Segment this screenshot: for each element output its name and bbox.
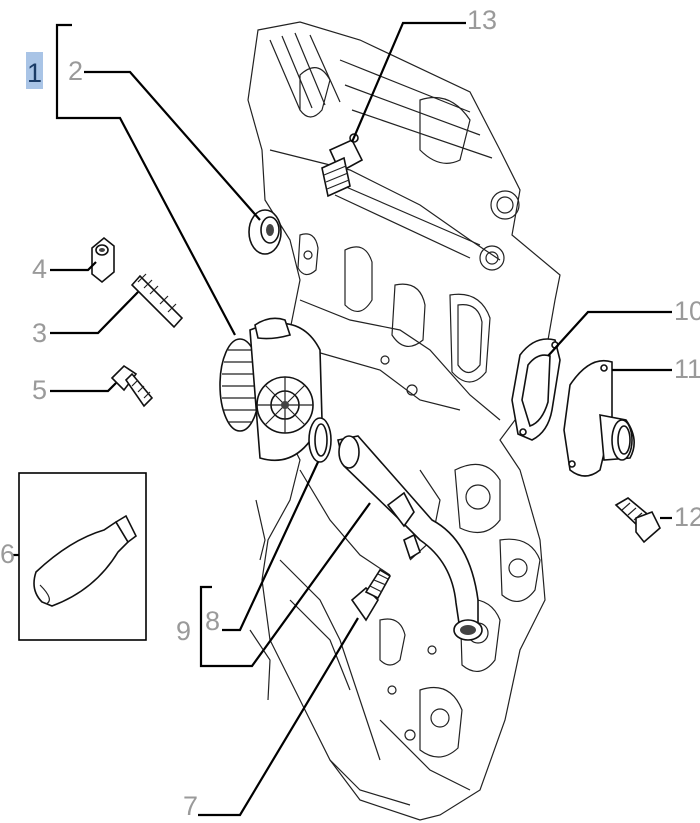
- callout-11: 11: [674, 354, 700, 384]
- callout-13: 13: [467, 5, 497, 35]
- part-10-gasket: [511, 338, 561, 441]
- callout-9: 9: [176, 616, 191, 646]
- part-3-stud: [130, 273, 184, 329]
- callout-2: 2: [68, 56, 83, 86]
- part-4-nut: [91, 236, 115, 284]
- part-11-thermostat-housing: [563, 360, 635, 477]
- part-2-plug: [248, 209, 282, 255]
- callout-7: 7: [183, 791, 198, 821]
- part-1-water-pump: [219, 317, 323, 462]
- callout-4: 4: [32, 254, 47, 284]
- callout-12: 12: [674, 502, 700, 532]
- leader-lines: [12, 21, 672, 817]
- callout-8: 8: [205, 606, 220, 636]
- callout-1-highlight: [26, 52, 43, 89]
- part-12-bolt: [614, 497, 661, 544]
- part-5-bolt: [110, 364, 154, 408]
- part-8-o-ring: [308, 417, 332, 463]
- callout-5: 5: [32, 375, 47, 405]
- part-6-sealant-tube-box: [18, 472, 147, 641]
- part-13-temperature-sender: [321, 133, 364, 198]
- part-7-bolt: [350, 568, 392, 622]
- callout-6: 6: [0, 539, 15, 569]
- callout-1: 1: [27, 58, 42, 88]
- callout-labels: 1 2 13 4 3 5 6 10 11 12 8 9 7: [0, 5, 700, 821]
- part-9-coolant-pipe: [337, 435, 483, 641]
- callout-3: 3: [32, 318, 47, 348]
- callout-10: 10: [674, 296, 700, 326]
